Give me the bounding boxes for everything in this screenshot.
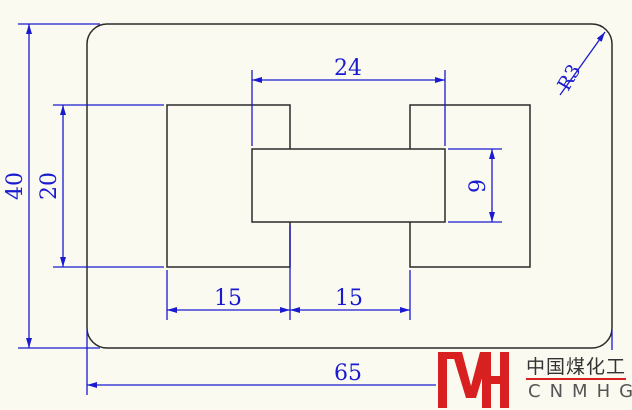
dim-label-9: 9 — [466, 179, 491, 193]
center-slot — [251, 148, 446, 223]
radius-leader — [559, 31, 606, 96]
logo-divider — [526, 378, 626, 380]
logo-english-text: CNMHG — [528, 381, 632, 402]
dim-slot-height — [448, 148, 502, 223]
mh-logo-mark — [438, 352, 509, 408]
dim-slot-width — [251, 70, 446, 146]
outer-plate — [86, 23, 613, 349]
dim-label-40: 40 — [3, 172, 28, 200]
dim-label-15-gap: 15 — [335, 286, 363, 311]
cnmhg-logo: 中国煤化工 CNMHG — [436, 350, 632, 410]
dim-label-15-left: 15 — [214, 286, 242, 311]
dim-label-20: 20 — [37, 172, 62, 200]
dim-overall-height — [18, 23, 100, 349]
dim-label-24: 24 — [334, 56, 362, 81]
dim-block-widths — [166, 225, 411, 320]
dim-label-65: 65 — [334, 361, 362, 386]
dim-pocket-height — [53, 104, 164, 268]
logo-chinese-text: 中国煤化工 — [526, 356, 627, 378]
